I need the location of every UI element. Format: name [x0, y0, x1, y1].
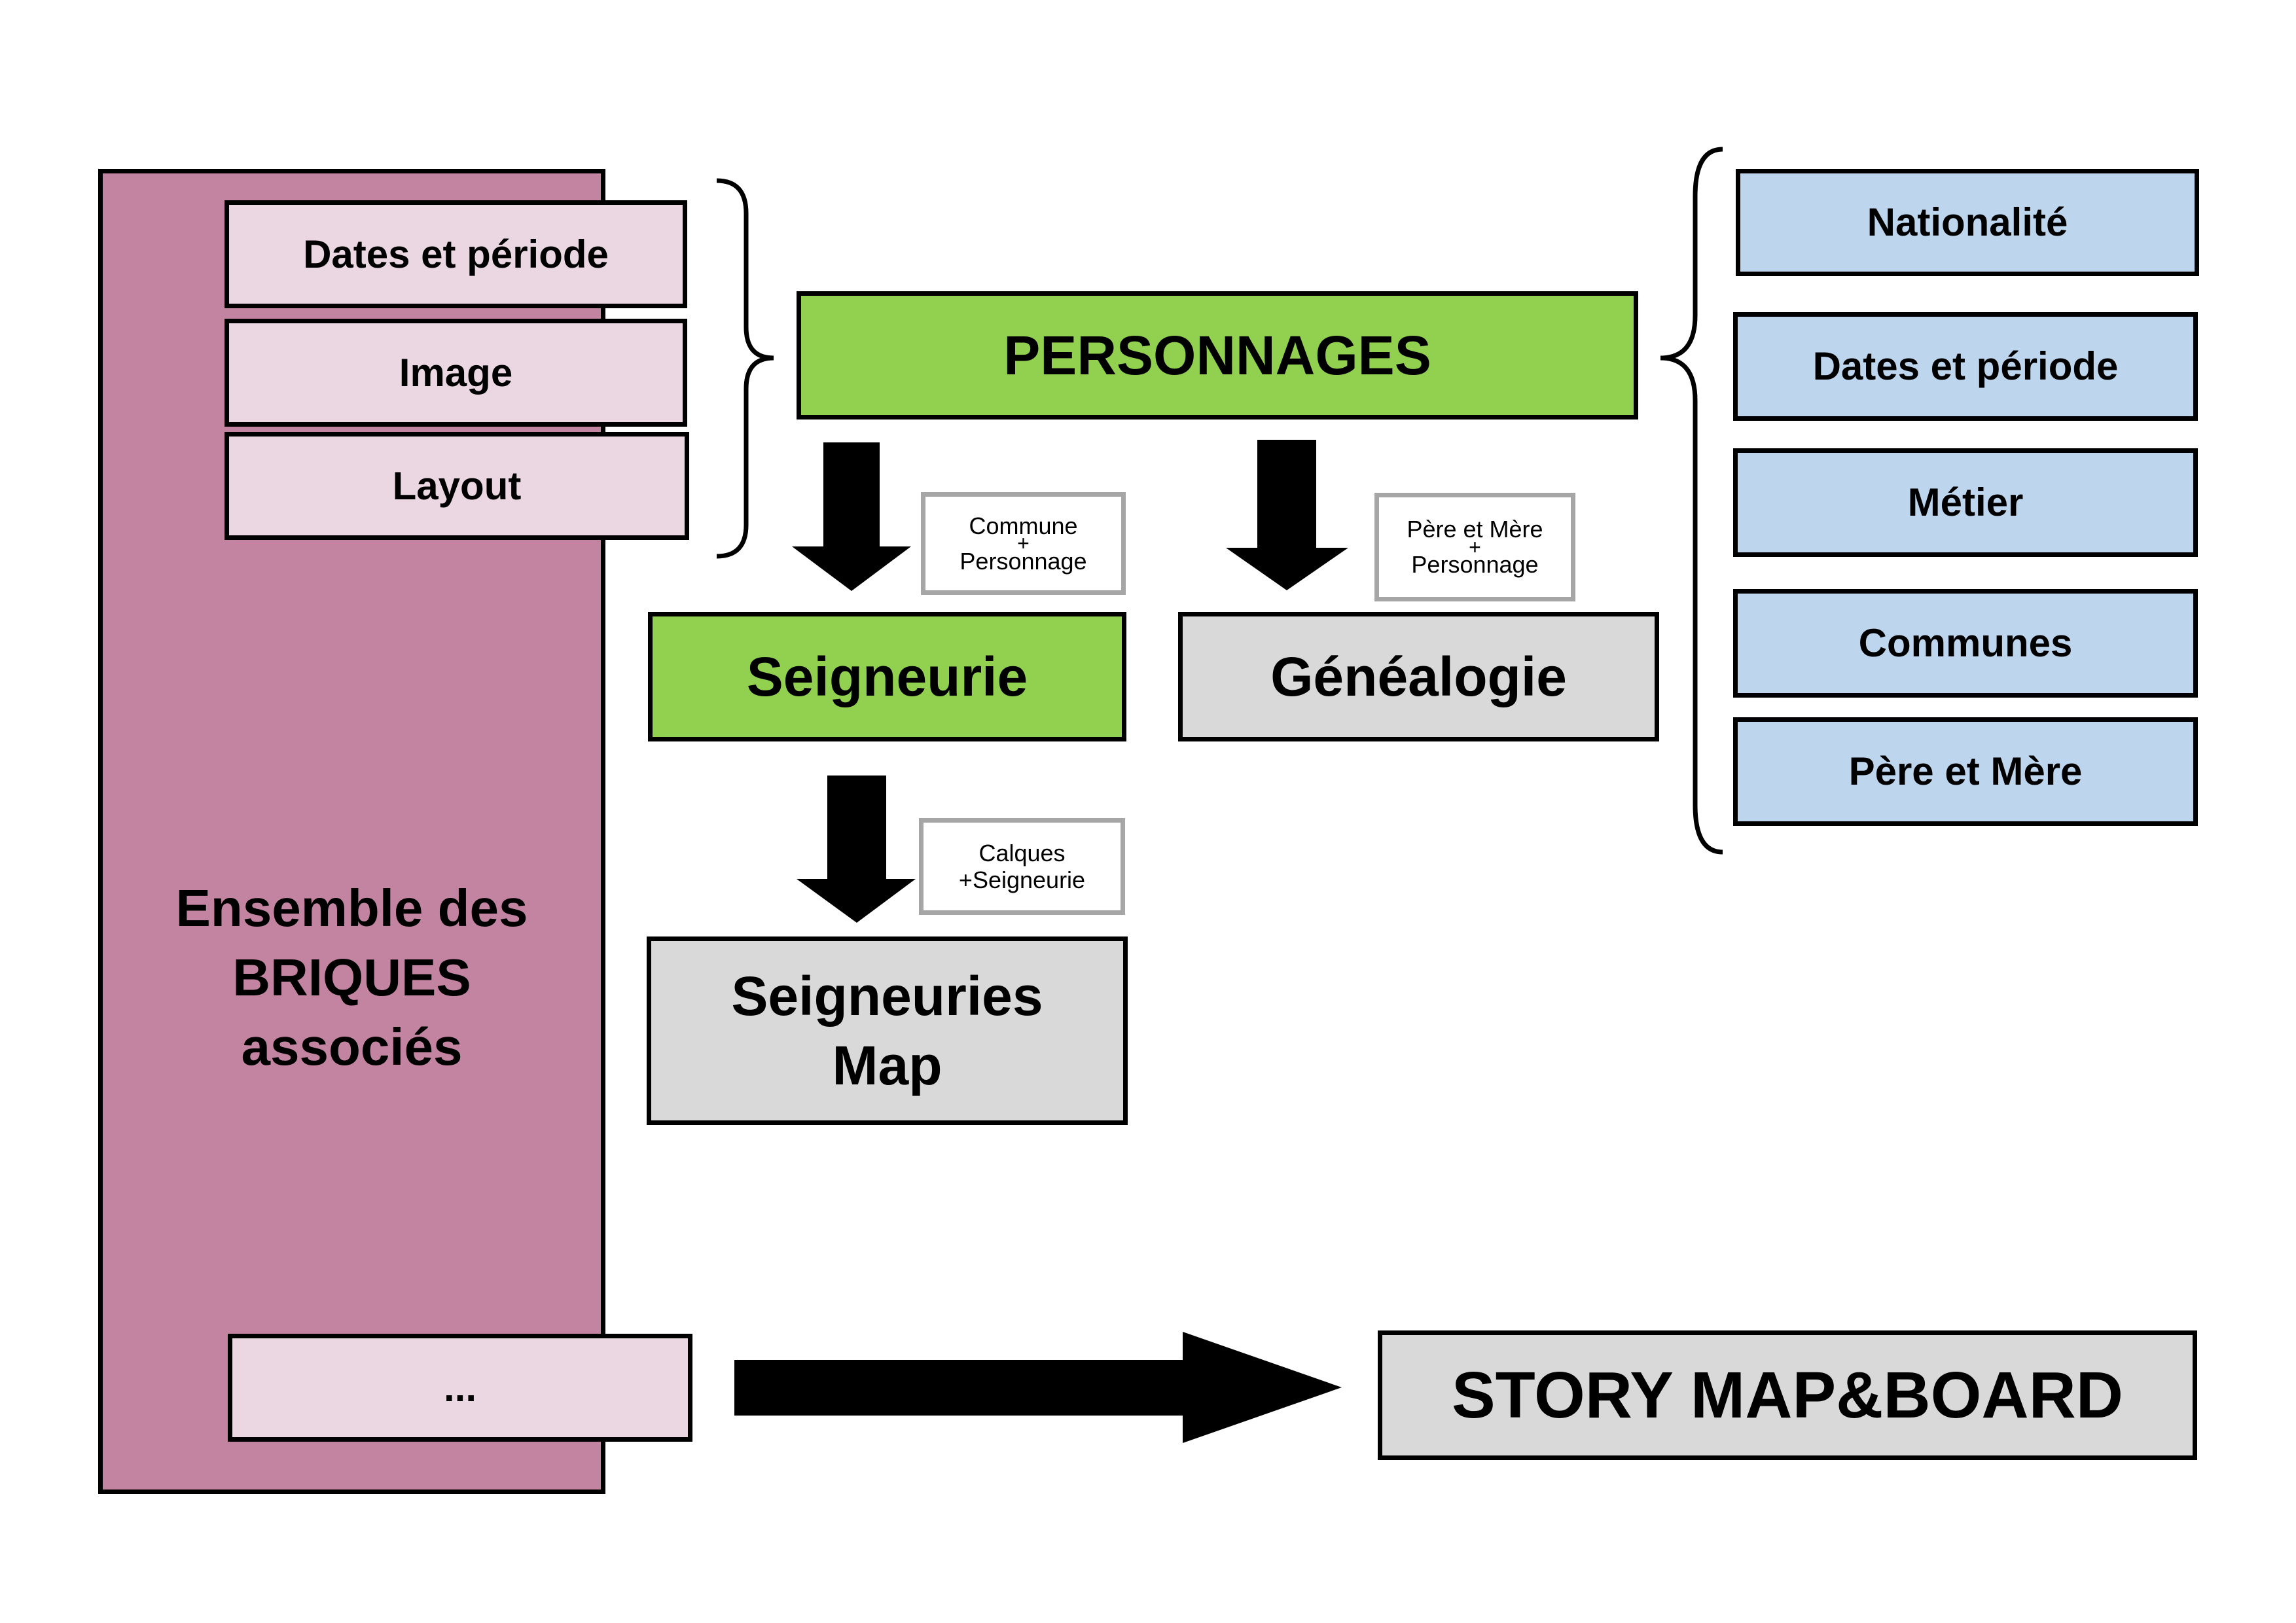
- left-brick-dates: Dates et période: [224, 200, 687, 308]
- personnages-box: PERSONNAGES: [797, 291, 1638, 419]
- down-arrow-to-genealogie: [1226, 440, 1348, 590]
- down-arrow-to-seigneurie: [792, 442, 911, 591]
- right-brick-dates: Dates et période: [1733, 312, 2198, 421]
- note-commune-personnage: Commune + Personnage: [921, 492, 1126, 595]
- bricks-panel-title-line1: Ensemble des: [175, 879, 528, 937]
- right-arrow-to-story: [734, 1332, 1342, 1443]
- note-calques-line2: +Seigneurie: [958, 866, 1086, 893]
- left-brick-image: Image: [224, 319, 687, 427]
- right-brick-pere-mere: Père et Mère: [1733, 717, 2198, 826]
- bricks-panel-title: Ensemble des BRIQUES associés: [103, 874, 601, 1082]
- bricks-panel-title-line2: BRIQUES: [232, 948, 471, 1007]
- right-brick-nationalite: Nationalité: [1736, 169, 2199, 276]
- note-commune-line1: Commune: [969, 512, 1078, 539]
- seigneurie-box: Seigneurie: [648, 612, 1126, 741]
- right-curly-brace: [1660, 147, 1723, 855]
- story-map-board-box: STORY MAP&BOARD: [1378, 1330, 2197, 1460]
- left-brick-ellipsis: ...: [228, 1334, 692, 1442]
- down-arrow-to-seigneuries-map: [797, 776, 916, 923]
- note-calques-line1: Calques: [978, 839, 1066, 866]
- note-pere-line2: Personnage: [1411, 551, 1539, 579]
- right-brick-metier: Métier: [1733, 448, 2198, 557]
- seigneuries-map-box: Seigneuries Map: [647, 936, 1128, 1125]
- note-commune-line2: Personnage: [960, 547, 1087, 575]
- left-curly-brace: [716, 178, 774, 559]
- bricks-panel-title-line3: associés: [241, 1018, 463, 1076]
- note-pere-line1: Père et Mère: [1407, 516, 1543, 543]
- genealogie-box: Généalogie: [1178, 612, 1659, 741]
- note-pere-personnage: Père et Mère + Personnage: [1374, 493, 1575, 601]
- left-brick-layout: Layout: [224, 432, 689, 540]
- seigneuries-map-line1: Seigneuries: [731, 965, 1043, 1027]
- note-calques-seigneurie: Calques +Seigneurie: [919, 818, 1125, 915]
- seigneuries-map-line2: Map: [832, 1035, 942, 1096]
- right-brick-communes: Communes: [1733, 589, 2198, 698]
